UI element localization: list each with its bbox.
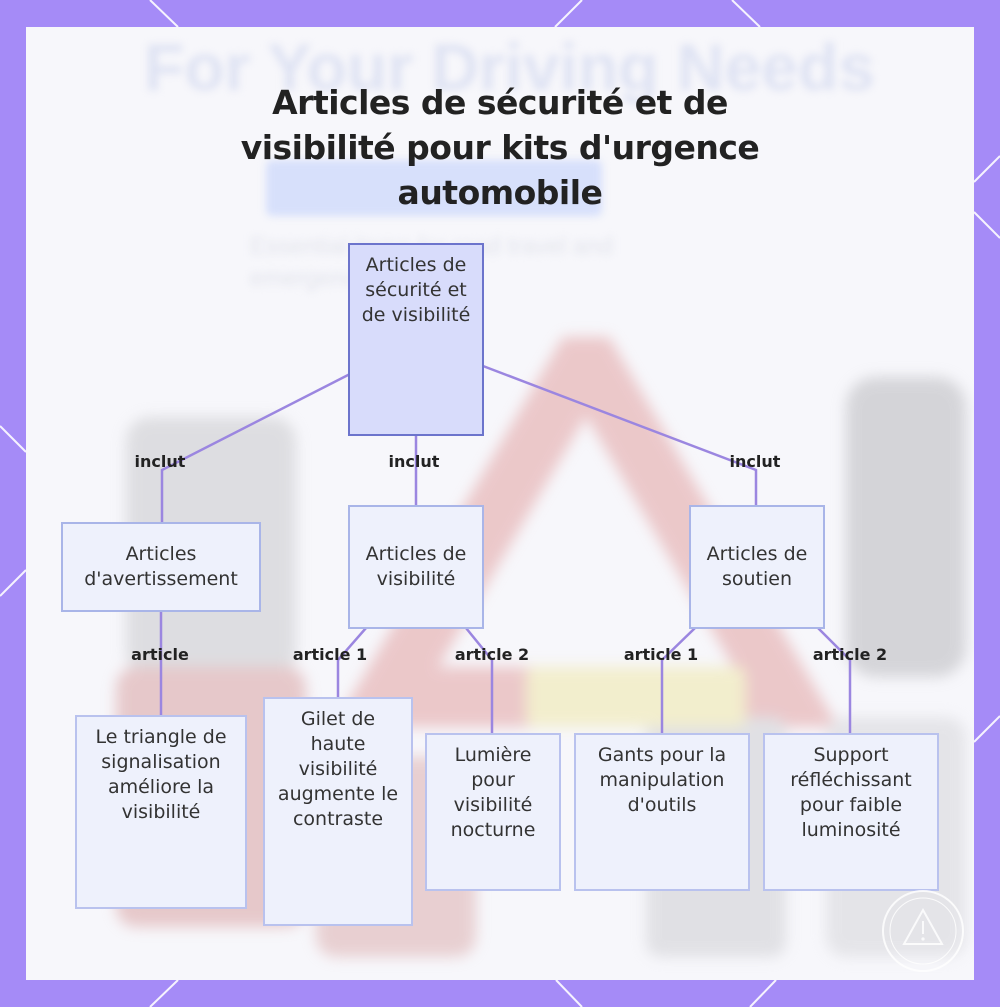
edge-visibility-light — [465, 627, 494, 734]
node-safety-visibility-items: Articles de sécurité et de visibilité — [348, 243, 484, 436]
node-label: Lumière pour visibilité nocturne — [450, 744, 536, 841]
edge-label-root-visibility: inclut — [388, 452, 440, 471]
node-high-visibility-vest: Gilet de haute visibilité augmente le co… — [263, 697, 413, 926]
node-label: Articles de visibilité — [365, 543, 467, 590]
edge-label-support-gloves: article 1 — [623, 645, 699, 664]
node-label: Support réfléchissant pour faible lumino… — [790, 744, 912, 841]
background-button-shape — [266, 160, 602, 216]
node-label: Articles d'avertissement — [84, 543, 238, 590]
edge-label-visibility-light: article 2 — [454, 645, 530, 664]
edge-root-warning — [160, 372, 351, 523]
edge-support-gloves — [660, 627, 696, 734]
node-tool-gloves: Gants pour la manipulation d'outils — [574, 733, 750, 891]
node-label: Gilet de haute visibilité augmente le co… — [277, 708, 399, 830]
node-support-items: Articles de soutien — [689, 505, 825, 629]
node-label: Gants pour la manipulation d'outils — [597, 744, 727, 816]
node-reflective-support: Support réfléchissant pour faible lumino… — [763, 733, 939, 891]
edge-root-support — [482, 364, 758, 506]
node-warning-items: Articles d'avertissement — [61, 522, 261, 612]
node-night-light: Lumière pour visibilité nocturne — [425, 733, 561, 891]
edge-label-warning-triangle: article — [131, 645, 189, 664]
background-headline: For Your Driving Needs — [144, 30, 876, 104]
edge-support-reflective — [817, 627, 852, 734]
node-label: Le triangle de signalisation améliore la… — [95, 726, 227, 823]
node-warning-triangle: Le triangle de signalisation améliore la… — [75, 715, 247, 909]
diagram-title: Articles de sécurité et de visibilité po… — [240, 83, 760, 212]
node-label: Articles de soutien — [706, 543, 808, 590]
edge-label-root-support: inclut — [729, 452, 781, 471]
edge-label-visibility-vest: article 1 — [292, 645, 368, 664]
warning-triangle-seal-icon — [882, 890, 964, 972]
edge-visibility-vest — [336, 627, 367, 698]
node-label: Articles de sécurité et de visibilité — [361, 254, 471, 326]
edge-label-support-reflective: article 2 — [812, 645, 888, 664]
edge-label-root-warning: inclut — [134, 452, 186, 471]
node-visibility-items: Articles de visibilité — [348, 505, 484, 629]
